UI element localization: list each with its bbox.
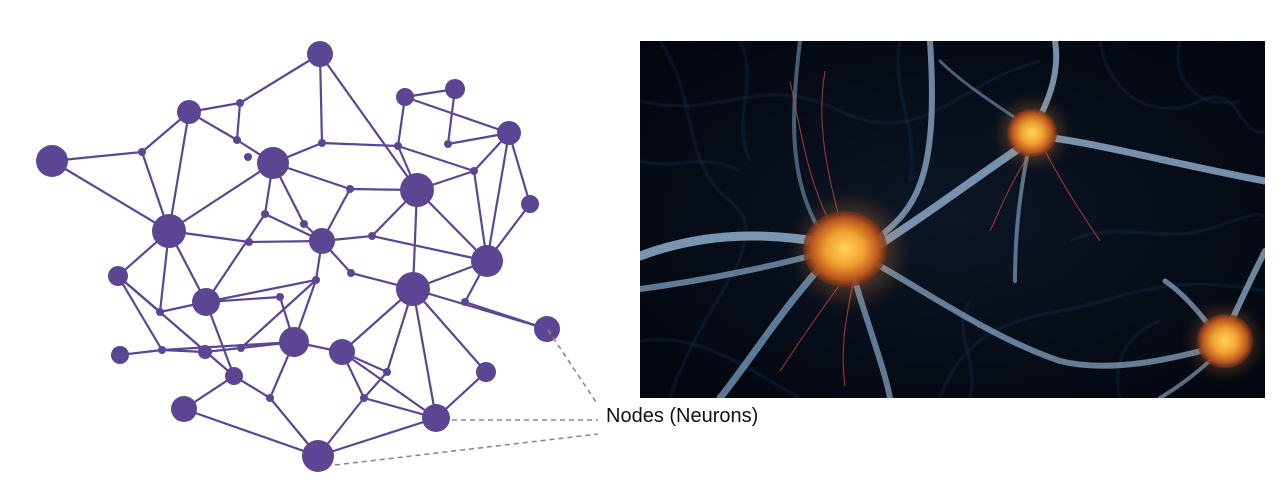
- network-edge: [235, 101, 242, 142]
- network-edge: [411, 287, 488, 374]
- network-edge: [411, 287, 438, 420]
- background-fiber: [1069, 214, 1265, 242]
- network-junction: [346, 185, 354, 193]
- network-junction: [347, 269, 355, 277]
- network-edge: [204, 212, 267, 304]
- network-junction: [237, 344, 245, 352]
- network-edge: [320, 141, 400, 148]
- network-junction: [368, 232, 376, 240]
- network-edge: [167, 161, 275, 233]
- background-fiber: [1099, 41, 1265, 133]
- network-edge: [485, 131, 511, 263]
- network-node: [192, 288, 220, 316]
- network-junction: [394, 142, 402, 150]
- network-node: [497, 121, 521, 145]
- network-edge: [182, 407, 320, 458]
- neuron-illustration: [640, 41, 1265, 398]
- network-node: [302, 440, 334, 472]
- network-junction: [156, 308, 164, 316]
- network-edge: [116, 274, 236, 378]
- network-junction: [245, 238, 253, 246]
- network-junction: [266, 394, 274, 402]
- network-edges: [50, 52, 549, 458]
- network-edge: [362, 370, 389, 400]
- network-edge: [318, 52, 419, 192]
- network-edge: [238, 52, 322, 105]
- network-node: [36, 145, 68, 177]
- network-edge: [167, 110, 191, 233]
- network-junction: [360, 394, 368, 402]
- network-edge: [160, 340, 296, 352]
- network-junction: [138, 148, 146, 156]
- network-junction: [236, 99, 244, 107]
- neural-network-graph: [36, 41, 560, 472]
- background-fiber: [897, 41, 913, 182]
- network-junction: [318, 139, 326, 147]
- neuron-background: [640, 41, 1265, 398]
- network-junction: [261, 210, 269, 218]
- network-node: [445, 79, 465, 99]
- network-nodes: [36, 41, 560, 472]
- background-fiber: [1116, 320, 1161, 398]
- network-node: [257, 147, 289, 179]
- background-fiber: [659, 41, 747, 398]
- network-edge: [370, 234, 489, 263]
- network-node: [171, 396, 197, 422]
- neuron-cell-bodies: [790, 95, 1265, 381]
- network-node: [396, 272, 430, 306]
- network-node: [329, 339, 355, 365]
- network-node: [476, 362, 496, 382]
- lower-neuron-soma: [1197, 314, 1253, 368]
- network-edge: [318, 52, 324, 145]
- network-junction: [461, 298, 469, 306]
- network-junction: [233, 136, 241, 144]
- background-fiber: [939, 283, 1265, 398]
- network-node: [111, 346, 129, 364]
- network-edge: [204, 278, 318, 304]
- network-junction: [312, 276, 320, 284]
- network-node: [309, 228, 335, 254]
- network-edge: [396, 144, 476, 173]
- network-node: [152, 214, 186, 248]
- network-node: [225, 367, 243, 385]
- network-node: [521, 195, 539, 213]
- upper-neuron-soma: [1007, 109, 1057, 157]
- leader-line: [334, 433, 599, 466]
- network-junction: [470, 167, 478, 175]
- background-fiber: [962, 300, 973, 398]
- network-junction: [158, 346, 166, 354]
- network-node: [198, 345, 212, 359]
- network-node: [400, 173, 434, 207]
- main-neuron-soma: [803, 211, 887, 287]
- network-edge: [507, 131, 532, 206]
- background-fiber: [739, 41, 751, 162]
- network-junction: [244, 153, 252, 161]
- network-node: [279, 327, 309, 357]
- background-fiber: [1177, 41, 1241, 104]
- network-node: [396, 88, 414, 106]
- background-fiber: [640, 338, 801, 398]
- network-edge: [50, 159, 171, 233]
- network-node: [108, 266, 128, 286]
- network-edge: [316, 416, 438, 458]
- network-edge: [239, 278, 318, 350]
- network-node: [471, 245, 503, 277]
- network-node: [307, 41, 333, 67]
- network-edge: [340, 350, 438, 420]
- nodes-label: Nodes (Neurons): [606, 405, 759, 427]
- network-junction: [383, 368, 391, 376]
- network-edge: [116, 274, 164, 352]
- leader-line: [547, 329, 599, 406]
- network-node: [534, 316, 560, 342]
- network-node: [422, 404, 450, 432]
- network-edge: [403, 95, 511, 135]
- network-node: [177, 100, 201, 124]
- network-junction: [444, 140, 452, 148]
- background-fiber: [640, 160, 741, 172]
- network-edge: [411, 287, 549, 331]
- network-junction: [300, 220, 308, 228]
- network-junction: [276, 293, 284, 301]
